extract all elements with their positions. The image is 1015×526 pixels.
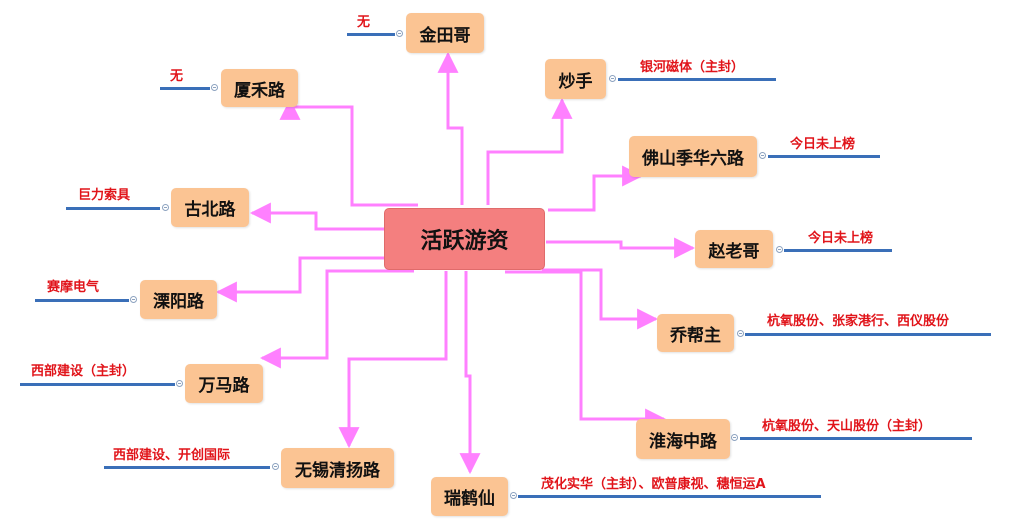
note-underline xyxy=(740,437,972,440)
collapse-toggle-icon[interactable] xyxy=(510,492,517,499)
topic-xiahelu[interactable]: 厦禾路 xyxy=(221,69,298,107)
note-underline xyxy=(104,466,270,469)
connector-ruihexian xyxy=(459,271,481,475)
connector-zhaolaoge xyxy=(546,237,696,259)
note-chaoshou: 银河磁体（主封） xyxy=(640,60,745,75)
connector-qiaobangzhu xyxy=(542,268,659,330)
collapse-toggle-icon[interactable] xyxy=(162,204,169,211)
collapse-toggle-icon[interactable] xyxy=(759,152,766,159)
collapse-toggle-icon[interactable] xyxy=(211,84,218,91)
topic-wamalu[interactable]: 万马路 xyxy=(185,364,263,403)
topic-huaihai[interactable]: 淮海中路 xyxy=(636,419,730,459)
topic-chaoshou[interactable]: 炒手 xyxy=(545,59,606,99)
note-liyanglu: 赛摩电气 xyxy=(47,280,100,295)
note-underline xyxy=(35,299,129,302)
note-ruihexian: 茂化实华（主封）、欧普康视、穗恒运A xyxy=(541,477,766,492)
collapse-toggle-icon[interactable] xyxy=(176,380,183,387)
note-underline xyxy=(768,155,880,158)
note-underline xyxy=(66,207,160,210)
collapse-toggle-icon[interactable] xyxy=(130,296,137,303)
note-wuxi: 西部建设、开创国际 xyxy=(113,448,231,463)
note-foshan: 今日未上榜 xyxy=(790,137,856,152)
connector-jintiange xyxy=(437,51,464,205)
note-jintiange: 无 xyxy=(357,15,371,30)
note-underline xyxy=(347,33,395,36)
collapse-toggle-icon[interactable] xyxy=(731,434,738,441)
collapse-toggle-icon[interactable] xyxy=(272,463,279,470)
topic-qiaobangzhu[interactable]: 乔帮主 xyxy=(657,314,734,352)
topic-foshan[interactable]: 佛山季华六路 xyxy=(629,136,757,177)
topic-ruihexian[interactable]: 瑞鹤仙 xyxy=(431,477,508,516)
collapse-toggle-icon[interactable] xyxy=(737,330,744,337)
collapse-toggle-icon[interactable] xyxy=(609,75,616,82)
note-zhaolaoge: 今日未上榜 xyxy=(808,231,874,246)
connector-gubeilu xyxy=(249,202,386,231)
central-topic[interactable]: 活跃游资 xyxy=(384,208,545,270)
topic-zhaolaoge[interactable]: 赵老哥 xyxy=(695,230,773,268)
note-underline xyxy=(745,333,991,336)
note-underline xyxy=(784,249,892,252)
collapse-toggle-icon[interactable] xyxy=(776,246,783,253)
note-underline xyxy=(518,495,821,498)
connector-xiahelu xyxy=(279,98,418,207)
connector-liyanglu xyxy=(215,256,386,303)
connector-chaoshou xyxy=(486,97,573,205)
topic-jintiange[interactable]: 金田哥 xyxy=(406,13,484,53)
connector-huaihai xyxy=(505,270,667,430)
topic-wuxi[interactable]: 无锡清扬路 xyxy=(281,448,394,488)
collapse-toggle-icon[interactable] xyxy=(396,30,403,37)
topic-gubeilu[interactable]: 古北路 xyxy=(171,188,249,227)
connector-wamalu xyxy=(259,269,414,369)
note-xiahelu: 无 xyxy=(170,69,184,84)
note-underline xyxy=(160,87,210,90)
note-wamalu: 西部建设（主封） xyxy=(31,364,136,379)
topic-liyanglu[interactable]: 溧阳路 xyxy=(140,280,217,319)
connector-foshan xyxy=(548,165,644,212)
note-underline xyxy=(618,78,776,81)
connector-wuxi xyxy=(338,271,448,449)
note-underline xyxy=(20,383,175,386)
note-qiaobangzhu: 杭氧股份、张家港行、西仪股份 xyxy=(767,314,950,329)
note-gubeilu: 巨力索具 xyxy=(78,188,131,203)
note-huaihai: 杭氧股份、天山股份（主封） xyxy=(762,419,932,434)
